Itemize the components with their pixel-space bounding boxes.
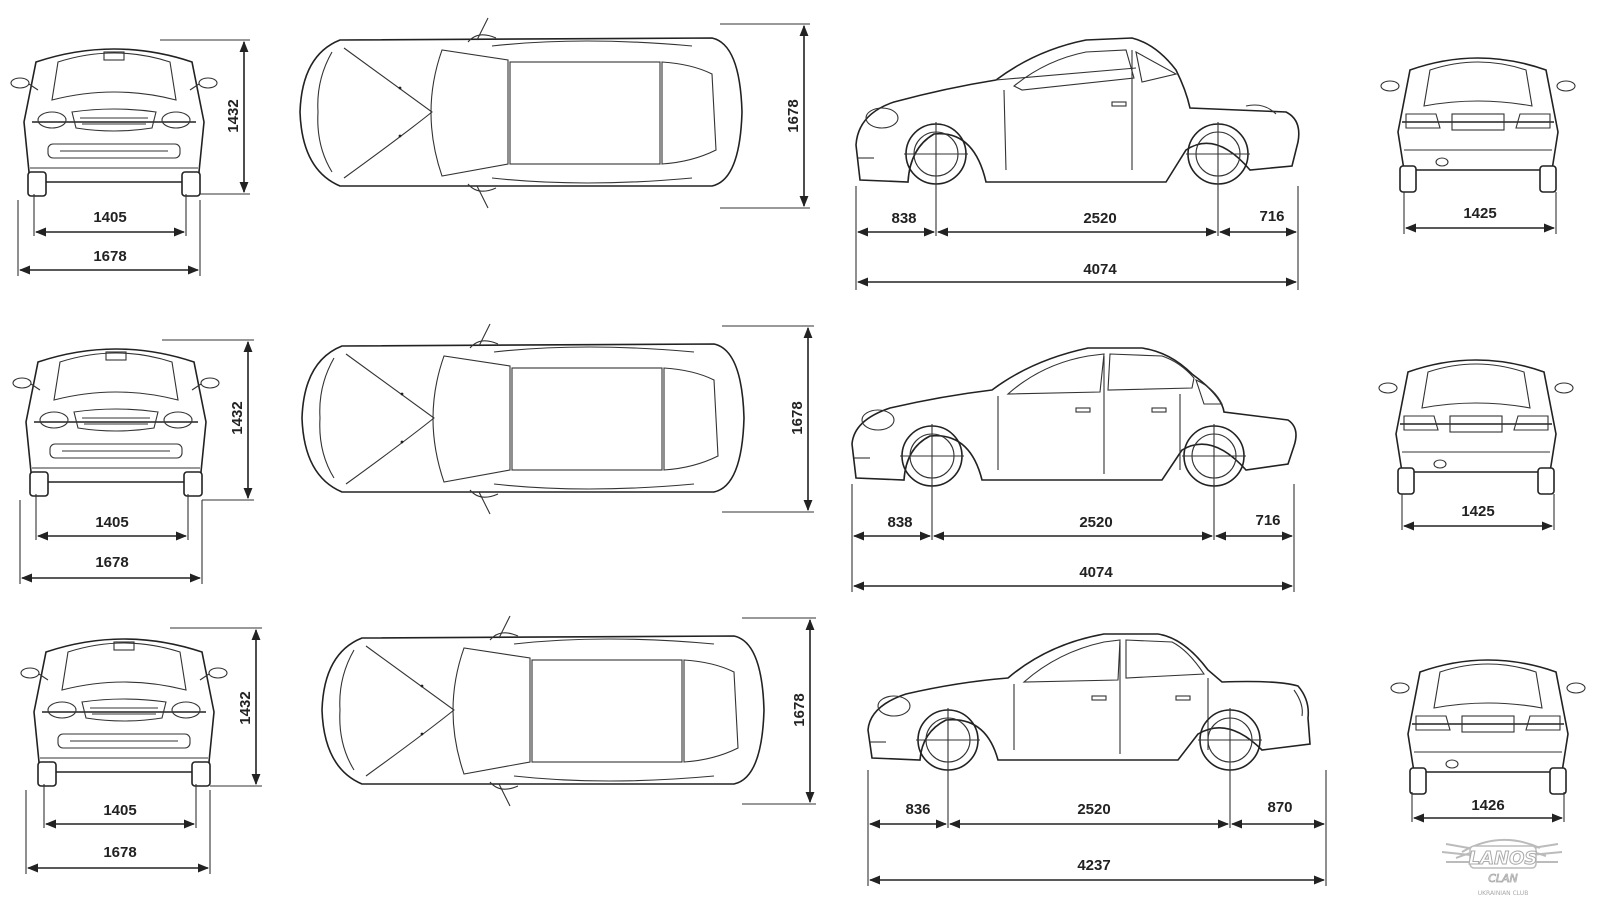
rear-track-dim: 1425 — [1403, 192, 1557, 234]
dim-width-top: 1678 — [791, 693, 808, 726]
rear-track-dim: 1425 — [1401, 494, 1555, 531]
dim-front-overhang: 838 — [891, 210, 916, 227]
front-view-drawing — [12, 348, 220, 497]
rear-view-drawing — [1380, 57, 1576, 193]
front-width-dim: 1678 — [19, 500, 203, 584]
dim-track-rear: 1425 — [1461, 503, 1494, 520]
dim-track-front: 1405 — [95, 514, 128, 531]
dim-width-top: 1678 — [785, 99, 802, 132]
dim-width-front: 1678 — [103, 844, 136, 861]
dim-wheelbase: 2520 — [1083, 210, 1116, 227]
rear-view-drawing — [1378, 359, 1574, 495]
dim-track-rear: 1425 — [1463, 205, 1496, 222]
lanos-clan-logo: LANOS CLAN UKRAINIAN CLUB — [1441, 839, 1563, 897]
top-width-dim: 1678 — [720, 23, 810, 209]
side-dimensions: 836 2520 870 4237 — [867, 770, 1327, 886]
front-track-dim: 1405 — [35, 494, 189, 541]
front-track-dim: 1405 — [43, 784, 197, 829]
side-view-drawing — [851, 347, 1297, 489]
top-view-drawing — [299, 17, 743, 209]
row-1-3door: 1432 1405 1678 1678 838 — [10, 17, 1576, 290]
front-height-dim: 1432 — [162, 339, 254, 501]
dim-width-top: 1678 — [789, 401, 806, 434]
front-height-dim: 1432 — [160, 39, 250, 195]
dim-height: 1432 — [229, 401, 246, 434]
side-view-drawing — [867, 633, 1311, 773]
dim-wheelbase: 2520 — [1077, 801, 1110, 818]
dim-rear-overhang: 870 — [1267, 799, 1292, 816]
side-view-drawing — [855, 37, 1300, 187]
dim-width-front: 1678 — [95, 554, 128, 571]
dim-rear-overhang: 716 — [1259, 208, 1284, 225]
dim-front-overhang: 836 — [905, 801, 930, 818]
dim-track-rear: 1426 — [1471, 797, 1504, 814]
top-width-dim: 1678 — [742, 617, 816, 805]
front-track-dim: 1405 — [33, 194, 187, 237]
front-width-dim: 1678 — [25, 790, 211, 874]
logo-sub: CLAN — [1488, 872, 1518, 885]
dim-rear-overhang: 716 — [1255, 512, 1280, 529]
dim-height: 1432 — [237, 691, 254, 724]
dim-track-front: 1405 — [103, 802, 136, 819]
dim-track-front: 1405 — [93, 209, 126, 226]
top-view-drawing — [321, 615, 765, 807]
front-view-drawing — [10, 48, 218, 197]
dim-length: 4237 — [1077, 857, 1110, 874]
row-2-5door: 1432 1405 1678 1678 838 — [12, 323, 1574, 592]
dim-height: 1432 — [225, 99, 242, 132]
dim-front-overhang: 838 — [887, 514, 912, 531]
logo-tagline: UKRAINIAN CLUB — [1478, 890, 1529, 897]
dim-length: 4074 — [1083, 261, 1117, 278]
dim-width-front: 1678 — [93, 248, 126, 265]
top-width-dim: 1678 — [722, 325, 814, 513]
logo-name: LANOS — [1469, 848, 1538, 869]
front-view-drawing — [20, 638, 228, 787]
dim-length: 4074 — [1079, 564, 1113, 581]
row-3-sedan: 1432 1405 1678 1678 836 — [20, 615, 1586, 886]
top-view-drawing — [301, 323, 745, 515]
rear-view-drawing — [1390, 659, 1586, 795]
front-height-dim: 1432 — [170, 627, 262, 787]
rear-track-dim: 1426 — [1411, 792, 1565, 823]
front-width-dim: 1678 — [17, 200, 201, 276]
dim-wheelbase: 2520 — [1079, 514, 1112, 531]
side-dimensions: 838 2520 716 4074 — [851, 484, 1295, 592]
side-dimensions: 838 2520 716 4074 — [855, 186, 1299, 290]
